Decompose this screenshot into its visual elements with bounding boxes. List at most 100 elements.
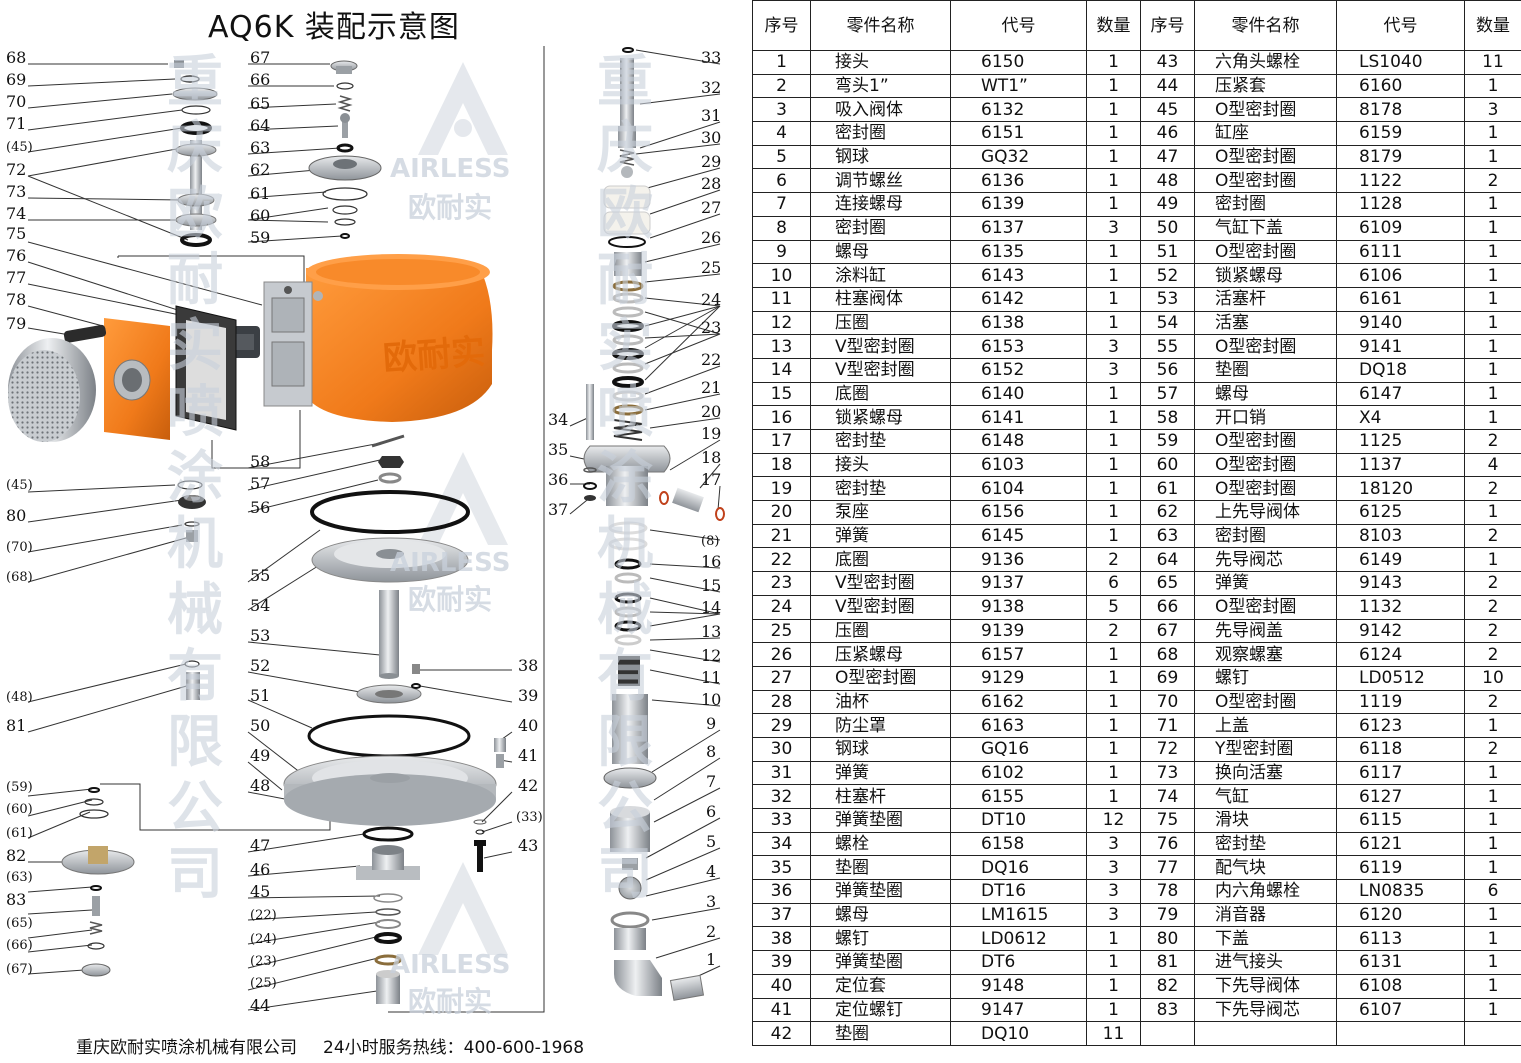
part-index: 38 xyxy=(752,926,811,952)
part-code: 6135 xyxy=(950,239,1087,265)
part-name: 锁紧螺母 xyxy=(810,405,951,430)
part-name: 缸座 xyxy=(1194,121,1337,146)
part-index: 2 xyxy=(752,73,811,99)
part-index: 79 xyxy=(1140,902,1195,928)
part-qty: 1 xyxy=(1464,405,1521,430)
part-code: 6160 xyxy=(1336,73,1465,99)
watermark-brand: 欧耐实 xyxy=(408,191,493,224)
part-qty: 1 xyxy=(1086,689,1141,715)
part-name: 配气块 xyxy=(1194,855,1337,881)
callout-label: (45) xyxy=(6,140,33,155)
part-qty: 2 xyxy=(1464,476,1521,502)
part-code: 9147 xyxy=(950,997,1087,1023)
part-name: O型密封圈 xyxy=(1194,334,1337,359)
callout-label: 63 xyxy=(250,138,271,157)
part-qty: 2 xyxy=(1464,689,1521,715)
callout-label: 26 xyxy=(701,228,722,247)
part-qty: 1 xyxy=(1464,286,1521,312)
part-index: 5 xyxy=(752,144,811,170)
callout-label: 33 xyxy=(701,48,722,67)
upper-pilot-valve xyxy=(308,60,382,239)
part-code: 6119 xyxy=(1336,855,1465,881)
callout-label: 69 xyxy=(6,70,27,89)
part-index: 39 xyxy=(752,950,811,975)
part-code: 6106 xyxy=(1336,263,1465,288)
callout-label: 27 xyxy=(701,198,722,217)
part-code: LD0612 xyxy=(950,926,1087,952)
callout-label: (23) xyxy=(250,954,277,969)
part-qty: 5 xyxy=(1086,594,1141,620)
callout-label: 73 xyxy=(6,182,27,201)
callout-label: 8 xyxy=(706,742,717,761)
part-name xyxy=(1194,1021,1337,1046)
part-index: 8 xyxy=(752,215,811,241)
part-index: 62 xyxy=(1140,500,1195,525)
part-index: 21 xyxy=(752,523,811,549)
part-name: 下盖 xyxy=(1194,926,1337,952)
part-name: Y型密封圈 xyxy=(1194,736,1337,762)
part-index: 16 xyxy=(752,405,811,430)
part-code: 6139 xyxy=(950,192,1087,217)
part-qty: 1 xyxy=(1464,357,1521,383)
part-code: 6141 xyxy=(950,405,1087,430)
callout-label: (59) xyxy=(6,780,33,795)
part-name: O型密封圈 xyxy=(1194,476,1337,502)
part-code: 6125 xyxy=(1336,500,1465,525)
part-name: 螺钉 xyxy=(1194,665,1337,691)
part-code: 8103 xyxy=(1336,523,1465,549)
part-index: 54 xyxy=(1140,310,1195,336)
part-qty: 1 xyxy=(1086,784,1141,809)
part-code: DQ10 xyxy=(950,1021,1087,1046)
part-name: 消音器 xyxy=(1194,902,1337,928)
part-qty: 1 xyxy=(1464,144,1521,170)
callout-label: 58 xyxy=(250,452,271,471)
part-name: 内六角螺栓 xyxy=(1194,879,1337,904)
part-code: WT1” xyxy=(950,73,1087,99)
part-index: 47 xyxy=(1140,144,1195,170)
part-name: O型密封圈 xyxy=(810,665,951,691)
callout-label: 14 xyxy=(701,598,722,617)
part-name: 螺母 xyxy=(810,902,951,928)
callout-label: (66) xyxy=(6,938,33,953)
callout-label: 67 xyxy=(250,48,271,67)
part-index: 40 xyxy=(752,973,811,999)
callout-label: 81 xyxy=(6,716,27,735)
callout-label: 75 xyxy=(6,224,27,243)
part-qty: 3 xyxy=(1086,334,1141,359)
part-name: 钢球 xyxy=(810,736,951,762)
part-qty: 1 xyxy=(1464,73,1521,99)
part-index: 77 xyxy=(1140,855,1195,881)
fluid-pump-stack xyxy=(583,47,725,1001)
part-index: 50 xyxy=(1140,215,1195,241)
callout-label: (22) xyxy=(250,908,277,923)
part-qty: 1 xyxy=(1086,73,1141,99)
col-header-qty: 数量 xyxy=(1464,0,1521,51)
part-qty: 1 xyxy=(1086,50,1141,75)
part-index: 18 xyxy=(752,452,811,478)
part-name: 螺母 xyxy=(810,239,951,265)
part-index: 61 xyxy=(1140,476,1195,502)
watermark-brand: 欧耐实 xyxy=(408,583,493,616)
callout-label: 42 xyxy=(518,776,539,795)
callout-label: (24) xyxy=(250,932,277,947)
part-code: 6117 xyxy=(1336,760,1465,786)
callout-label: 72 xyxy=(6,160,27,179)
part-code: 6156 xyxy=(950,500,1087,525)
part-name: 压紧螺母 xyxy=(810,642,951,667)
part-name: 密封圈 xyxy=(1194,523,1337,549)
part-name: 先导阀盖 xyxy=(1194,618,1337,644)
callout-label: 9 xyxy=(706,714,717,733)
part-name: 下先导阀体 xyxy=(1194,973,1337,999)
callout-label: 7 xyxy=(706,772,717,791)
